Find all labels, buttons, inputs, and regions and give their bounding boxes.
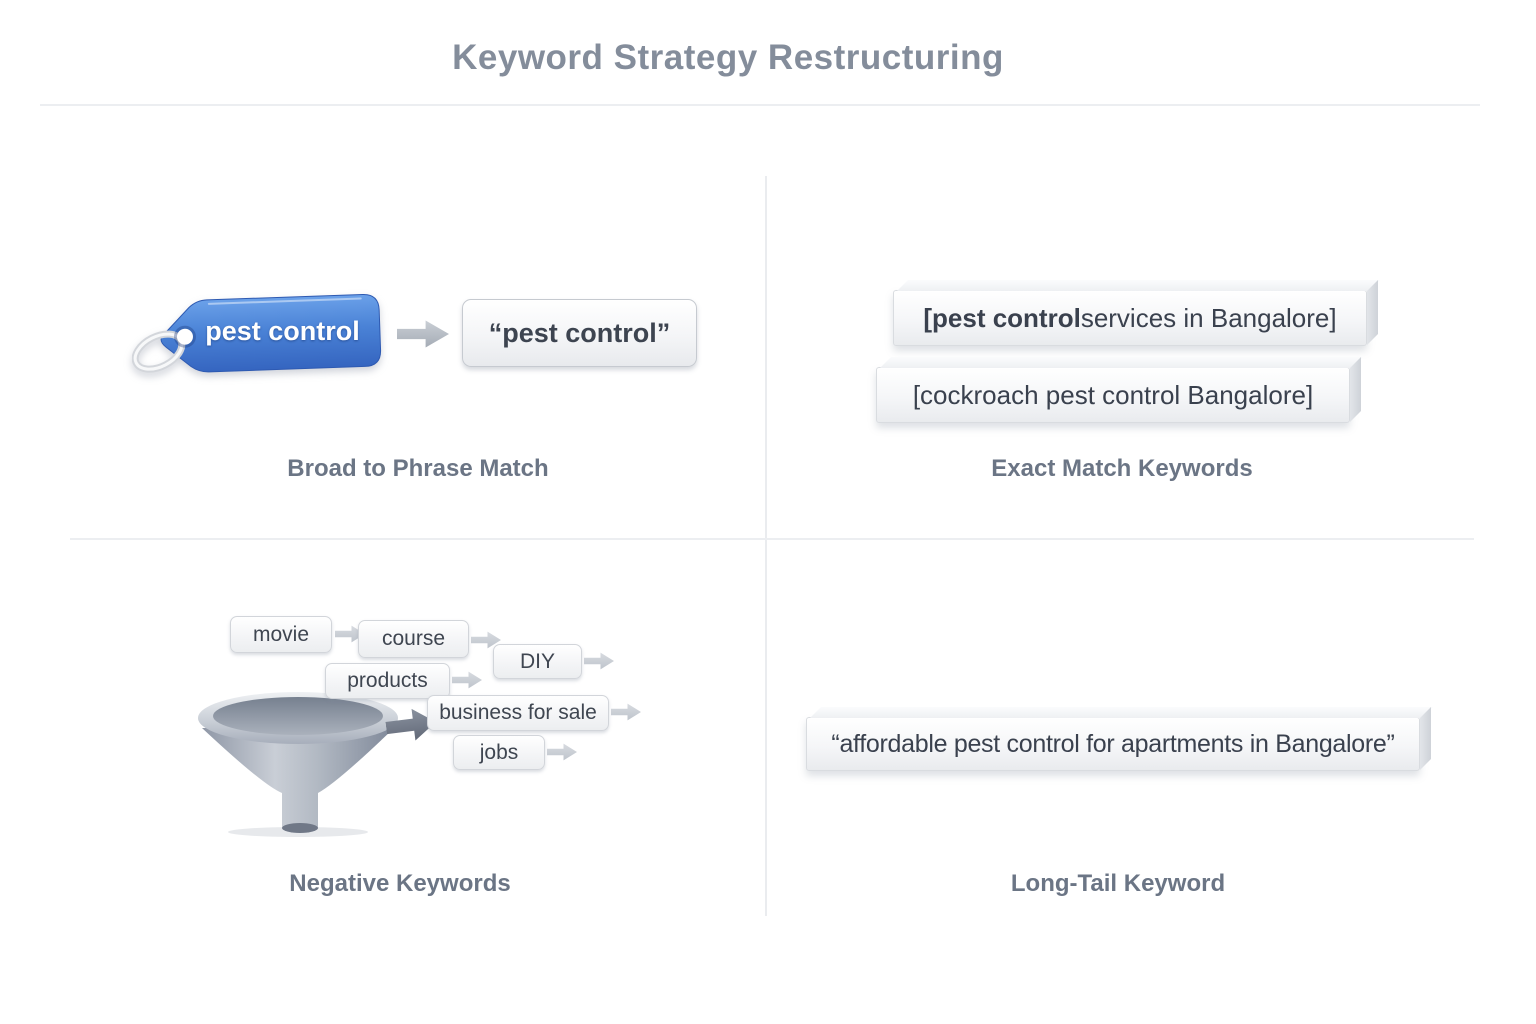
horizontal-divider — [70, 538, 1474, 540]
negative-keyword-tag: products — [325, 663, 450, 699]
arrow-right-icon — [611, 703, 641, 721]
negative-keywords-label: Negative Keywords — [289, 870, 511, 897]
negative-keyword-text: business for sale — [439, 701, 597, 724]
long-tail-label: Long-Tail Keyword — [1010, 870, 1226, 897]
negative-keyword-tag: movie — [230, 616, 332, 653]
long-tail-keyword-button: “affordable pest control for apartments … — [806, 717, 1420, 771]
phrase-match-button: “pest control” — [462, 299, 697, 367]
negative-keyword-tag: course — [358, 620, 469, 658]
broad-to-phrase-label: Broad to Phrase Match — [287, 455, 549, 482]
arrow-right-icon — [547, 743, 577, 761]
broad-keyword-text: pest control — [205, 316, 360, 346]
arrow-right-icon — [584, 652, 614, 670]
long-tail-keyword-text: “affordable pest control for apartments … — [831, 729, 1395, 758]
exact-keyword-1-bold: [pest control — [923, 302, 1081, 333]
negative-keyword-text: course — [381, 627, 446, 650]
negative-keyword-text: jobs — [479, 740, 519, 764]
negative-keyword-tag: business for sale — [427, 695, 609, 731]
negative-keyword-tag: jobs — [453, 735, 545, 770]
exact-match-label: Exact Match Keywords — [991, 455, 1253, 482]
negative-keyword-text: DIY — [519, 649, 555, 673]
negative-keyword-text: products — [347, 669, 428, 692]
phrase-keyword-text: “pest control” — [488, 317, 671, 348]
arrow-right-icon — [452, 671, 482, 689]
funnel-icon — [196, 690, 400, 838]
negative-keyword-text: movie — [252, 622, 310, 646]
exact-keyword-button-2: [cockroach pest control Bangalore] — [876, 367, 1350, 423]
page-title: Keyword Strategy Restructuring — [452, 38, 1004, 77]
exact-keyword-button-1: [pest control services in Bangalore] — [893, 290, 1367, 346]
exact-keyword-1-rest: services in Bangalore] — [1080, 302, 1337, 333]
exact-keyword-2-text: [cockroach pest control Bangalore] — [912, 379, 1314, 410]
arrow-right-icon — [397, 320, 449, 348]
negative-keyword-tag: DIY — [493, 644, 582, 679]
vertical-divider — [765, 176, 767, 916]
title-divider — [40, 104, 1480, 106]
price-tag-icon — [132, 292, 392, 384]
